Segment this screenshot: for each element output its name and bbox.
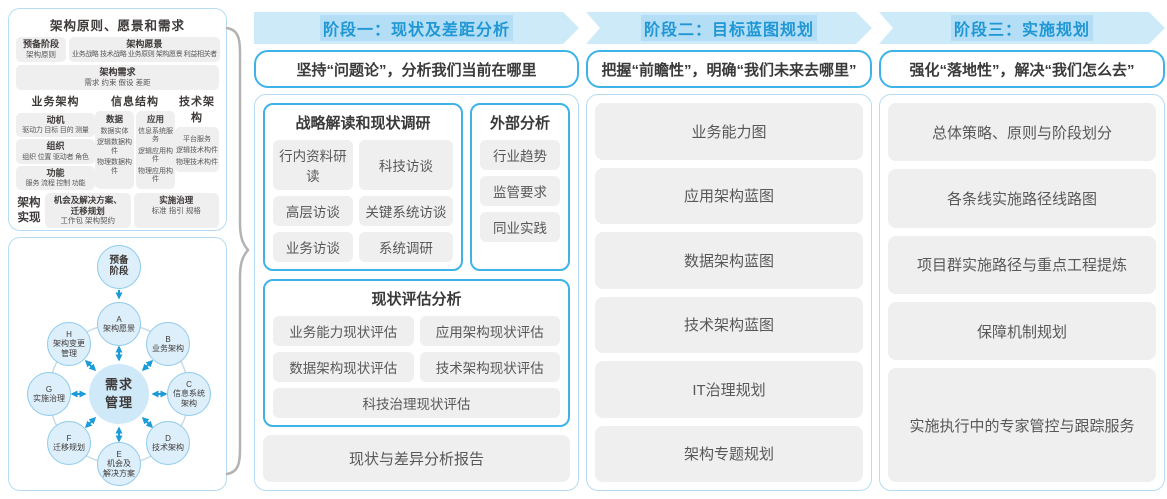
vision-detail: 业务战略 技术战略 业务原则 架构愿景 利益相关者 xyxy=(72,51,217,59)
adm-node-h-change-management: H 架构变更 管理 xyxy=(47,322,91,366)
function-box: 功能 服务 流程 控制 功能 xyxy=(16,165,95,191)
phase2-content: 业务能力图 应用架构蓝图 数据架构蓝图 技术架构蓝图 IT治理规划 架构专题规划 xyxy=(586,94,872,491)
phase2-title: 阶段二：目标蓝图规划 xyxy=(641,15,817,41)
phase3-title: 阶段三：实施规划 xyxy=(951,15,1093,41)
strategy-research-group: 战略解读和现状调研 行内资料研读 科技访谈 高层访谈 关键系统访谈 业务访谈 系… xyxy=(263,103,463,271)
requirements-title: 架构需求 xyxy=(99,67,136,77)
list-item: 逻辑技术构件 xyxy=(176,147,218,155)
adm-cycle-panel: 预备 阶段 需求 管理 A 架构愿景 B 业务架构 C 信息系统 架构 D 技术… xyxy=(8,237,227,491)
phase1-content: 战略解读和现状调研 行内资料研读 科技访谈 高层访谈 关键系统访谈 业务访谈 系… xyxy=(254,94,579,491)
external-analysis-group: 外部分析 行业趋势 监管要求 同业实践 xyxy=(470,103,570,271)
list-item: IT治理规划 xyxy=(595,361,863,418)
list-item: 数据架构现状评估 xyxy=(273,352,414,382)
list-item: 项目群实施路径与重点工程提炼 xyxy=(888,235,1156,294)
list-item: 数据实体 xyxy=(100,128,129,135)
phase3-subtitle: 强化“落地性”，解决“我们怎么去” xyxy=(879,50,1165,88)
phases-area: 阶段一：现状及差距分析 阶段二：目标蓝图规划 阶段三：实施规划 坚持“问题论”，… xyxy=(254,12,1165,491)
list-item: 物理应用构件 xyxy=(138,167,173,183)
technology-subcolumn: 平台服务 逻辑技术构件 物理技术构件 xyxy=(175,127,219,173)
implementation-governance-box: 实施治理 标准 指引 规格 xyxy=(133,193,219,229)
list-item: 架构专题规划 xyxy=(595,425,863,482)
double-arrow-icon xyxy=(141,416,154,429)
double-arrow-icon xyxy=(141,359,154,372)
list-item: 应用架构现状评估 xyxy=(419,316,560,346)
vision-box: 架构愿景 业务战略 技术战略 业务原则 架构愿景 利益相关者 xyxy=(69,37,220,62)
list-item: 科技访谈 xyxy=(358,140,453,190)
application-subcolumn: 应用 信息系统服务 逻辑应用构件 物理应用构件 xyxy=(136,111,175,190)
list-item: 行业趋势 xyxy=(480,140,560,170)
adm-node-a-vision: A 架构愿景 xyxy=(97,302,141,346)
technology-architecture-header: 技术架构 xyxy=(179,96,215,124)
phase2-ribbon: 阶段二：目标蓝图规划 xyxy=(586,12,872,44)
list-item: 逻辑数据构件 xyxy=(97,139,132,155)
list-item: 技术架构蓝图 xyxy=(595,296,863,353)
business-architecture-header: 业务架构 xyxy=(31,96,80,108)
adm-node-d-technology: D 技术架构 xyxy=(146,421,190,465)
gap-analysis-report-box: 现状与差异分析报告 xyxy=(263,435,570,482)
list-item: 数据架构蓝图 xyxy=(595,232,863,289)
opportunities-migration-box: 机会及解决方案、 迁移规划 工作包 架构契约 xyxy=(45,193,131,229)
architecture-realization-label: 架构 实现 xyxy=(17,196,41,224)
organization-box: 组织 组织 位置 驱动者 角色 xyxy=(16,139,95,164)
list-item: 逻辑应用构件 xyxy=(138,147,173,164)
adm-node-preliminary: 预备 阶段 xyxy=(97,245,141,289)
list-item: 行内资料研读 xyxy=(273,140,353,190)
vision-title: 架构愿景 xyxy=(126,39,163,49)
list-item: 技术架构现状评估 xyxy=(419,352,560,382)
list-item: 业务能力图 xyxy=(595,103,863,160)
double-arrow-icon xyxy=(84,416,97,429)
list-item: 应用架构蓝图 xyxy=(595,167,863,224)
list-item: 监管要求 xyxy=(480,176,560,206)
requirements-detail: 需求 约束 假设 差距 xyxy=(84,78,151,88)
prep-phase-title: 预备阶段 xyxy=(22,39,59,49)
prep-phase-detail: 架构原则 xyxy=(26,50,56,60)
adm-node-g-governance: G 实施治理 xyxy=(27,372,71,416)
data-subcolumn: 数据 数据实体 逻辑数据构件 物理数据构件 xyxy=(95,111,134,190)
adm-node-f-migration: F 迁移规划 xyxy=(47,421,91,465)
list-item: 实施执行中的专家管控与跟踪服务 xyxy=(888,368,1156,482)
technology-architecture-column: 技术架构 平台服务 逻辑技术构件 物理技术构件 xyxy=(175,93,219,190)
list-item: 保障机制规划 xyxy=(888,301,1156,361)
motivation-box: 动机 驱动力 目标 目的 测量 xyxy=(16,113,95,138)
requirements-box: 架构需求 需求 约束 假设 差距 xyxy=(16,65,219,90)
list-item: 平台服务 xyxy=(183,136,211,143)
phase2-subtitle: 把握“前瞻性”，明确“我们未来去哪里” xyxy=(586,50,872,88)
framework-title: 架构原则、愿景和需求 xyxy=(49,19,185,33)
list-item: 信息系统服务 xyxy=(138,128,173,144)
business-architecture-column: 业务架构 动机 驱动力 目标 目的 测量 组织 组织 位置 驱动者 角色 功能 … xyxy=(16,93,95,191)
adm-node-c-information-systems: C 信息系统 架构 xyxy=(167,372,211,416)
adm-node-requirements-management: 需求 管理 xyxy=(89,364,149,424)
list-item: 科技治理现状评估 xyxy=(273,388,560,418)
list-item: 关键系统访谈 xyxy=(358,196,453,226)
phase3-ribbon: 阶段三：实施规划 xyxy=(879,12,1165,44)
adm-node-e-opportunities: E 机会及 解决方案 xyxy=(97,442,141,486)
list-item: 业务能力现状评估 xyxy=(273,316,414,346)
phase1-subtitle: 坚持“问题论”，分析我们当前在哪里 xyxy=(254,50,579,88)
information-structure-column: 信息结构 数据 数据实体 逻辑数据构件 物理数据构件 应用 信息系统服务 逻辑应… xyxy=(95,93,175,190)
double-arrow-icon xyxy=(84,359,97,372)
current-state-assessment-group: 现状评估分析 业务能力现状评估 应用架构现状评估 数据架构现状评估 技术架构现状… xyxy=(263,279,570,427)
curly-brace-icon xyxy=(225,26,250,476)
list-item: 系统调研 xyxy=(358,232,453,262)
phase3-content: 总体策略、原则与阶段划分 各条线实施路径线路图 项目群实施路径与重点工程提炼 保… xyxy=(879,94,1165,491)
adm-node-b-business: B 业务架构 xyxy=(146,322,190,366)
list-item: 高层访谈 xyxy=(273,196,353,226)
phase1-title: 阶段一：现状及差距分析 xyxy=(320,15,513,41)
phase1-ribbon: 阶段一：现状及差距分析 xyxy=(254,12,579,44)
list-item: 同业实践 xyxy=(480,212,560,242)
list-item: 物理技术构件 xyxy=(176,158,218,166)
prep-phase-box: 预备阶段 架构原则 xyxy=(16,37,66,62)
list-item: 物理数据构件 xyxy=(97,159,132,175)
architecture-framework-panel: 架构原则、愿景和需求 预备阶段 架构原则 架构愿景 业务战略 技术战略 业务原则… xyxy=(8,8,227,231)
list-item: 各条线实施路径线路图 xyxy=(888,169,1156,228)
list-item: 总体策略、原则与阶段划分 xyxy=(888,103,1156,162)
list-item: 业务访谈 xyxy=(273,232,353,262)
information-structure-header: 信息结构 xyxy=(111,96,159,108)
